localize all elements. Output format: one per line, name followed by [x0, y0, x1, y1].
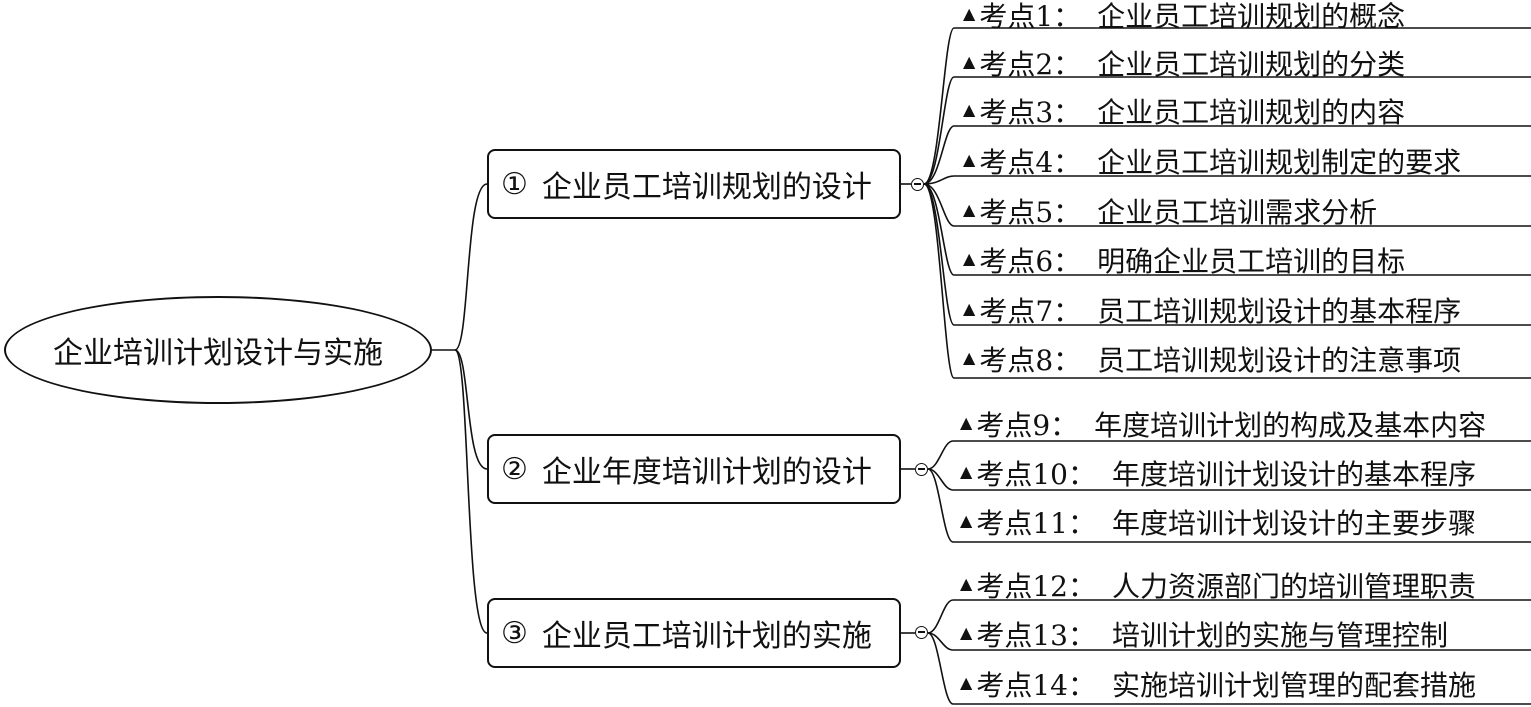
- branch-leaf-connector: [927, 599, 1531, 634]
- leaf-node[interactable]: ▲ 考点9： 年度培训计划的构成及基本内容: [960, 409, 1487, 442]
- triangle-bullet-icon: ▲: [963, 99, 976, 119]
- leaf-node[interactable]: ▲ 考点1： 企业员工培训规划的概念: [963, 0, 1406, 33]
- branch-label: 企业员工培训规划的设计: [541, 170, 872, 205]
- triangle-bullet-icon: ▲: [960, 622, 973, 642]
- leaf-node[interactable]: ▲ 考点12： 人力资源部门的培训管理职责: [960, 570, 1476, 603]
- triangle-bullet-icon: ▲: [963, 149, 976, 169]
- branch-leaf-connector: [923, 183, 1531, 227]
- root-node[interactable]: 企业培训计划设计与实施: [4, 296, 432, 404]
- branch-leaf-connector: [923, 125, 1531, 185]
- collapse-toggle-icon[interactable]: [915, 626, 928, 639]
- branch-leaf-connector: [927, 468, 1531, 543]
- leaf-node[interactable]: ▲ 考点14： 实施培训计划管理的配套措施: [960, 669, 1476, 702]
- root-label: 企业培训计划设计与实施: [53, 336, 383, 371]
- collapse-toggle-icon[interactable]: [911, 178, 924, 191]
- branch-label: 企业年度培训计划的设计: [541, 455, 872, 490]
- branch-leaf-connector: [927, 468, 1531, 491]
- branch-leaf-connector: [927, 632, 1531, 705]
- leaf-node[interactable]: ▲ 考点5： 企业员工培训需求分析: [963, 196, 1378, 229]
- leaf-node[interactable]: ▲ 考点2： 企业员工培训规划的分类: [963, 48, 1406, 81]
- triangle-bullet-icon: ▲: [963, 199, 976, 219]
- triangle-bullet-icon: ▲: [963, 347, 976, 367]
- root-branch-connector: [454, 183, 488, 351]
- triangle-bullet-icon: ▲: [960, 573, 973, 593]
- leaf-node[interactable]: ▲ 考点6： 明确企业员工培训的目标: [963, 245, 1406, 278]
- branch-node-1[interactable]: ① 企业员工培训规划的设计: [487, 149, 901, 219]
- branch-leaf-connector: [927, 440, 1531, 470]
- triangle-bullet-icon: ▲: [963, 298, 976, 318]
- leaf-node[interactable]: ▲ 考点7： 员工培训规划设计的基本程序: [963, 295, 1462, 328]
- branch-leaf-connector: [927, 632, 1531, 651]
- triangle-bullet-icon: ▲: [960, 412, 973, 432]
- branch-leaf-connector: [923, 183, 1531, 379]
- branch-leaf-connector: [923, 175, 1531, 185]
- leaf-node[interactable]: ▲ 考点13： 培训计划的实施与管理控制: [960, 619, 1448, 652]
- branch-node-3[interactable]: ③ 企业员工培训计划的实施: [487, 598, 901, 668]
- triangle-bullet-icon: ▲: [960, 461, 973, 481]
- branch-number: ②: [501, 451, 528, 487]
- leaf-node[interactable]: ▲ 考点11： 年度培训计划设计的主要步骤: [960, 507, 1476, 540]
- leaf-node[interactable]: ▲ 考点3： 企业员工培训规划的内容: [963, 96, 1406, 129]
- root-branch-connector: [454, 349, 488, 634]
- triangle-bullet-icon: ▲: [963, 51, 976, 71]
- branch-leaf-connector: [923, 76, 1531, 185]
- branch-leaf-connector: [923, 27, 1531, 185]
- branch-number: ③: [501, 615, 528, 651]
- collapse-toggle-icon[interactable]: [915, 463, 928, 476]
- triangle-bullet-icon: ▲: [960, 672, 973, 692]
- root-branch-connector: [454, 349, 488, 470]
- leaf-node[interactable]: ▲ 考点8： 员工培训规划设计的注意事项: [963, 344, 1462, 377]
- branch-node-2[interactable]: ② 企业年度培训计划的设计: [487, 434, 901, 504]
- triangle-bullet-icon: ▲: [963, 3, 976, 23]
- leaf-node[interactable]: ▲ 考点10： 年度培训计划设计的基本程序: [960, 458, 1476, 491]
- branch-number: ①: [501, 166, 528, 202]
- branch-label: 企业员工培训计划的实施: [541, 619, 872, 654]
- triangle-bullet-icon: ▲: [963, 248, 976, 268]
- leaf-node[interactable]: ▲ 考点4： 企业员工培训规划制定的要求: [963, 146, 1462, 179]
- triangle-bullet-icon: ▲: [960, 510, 973, 530]
